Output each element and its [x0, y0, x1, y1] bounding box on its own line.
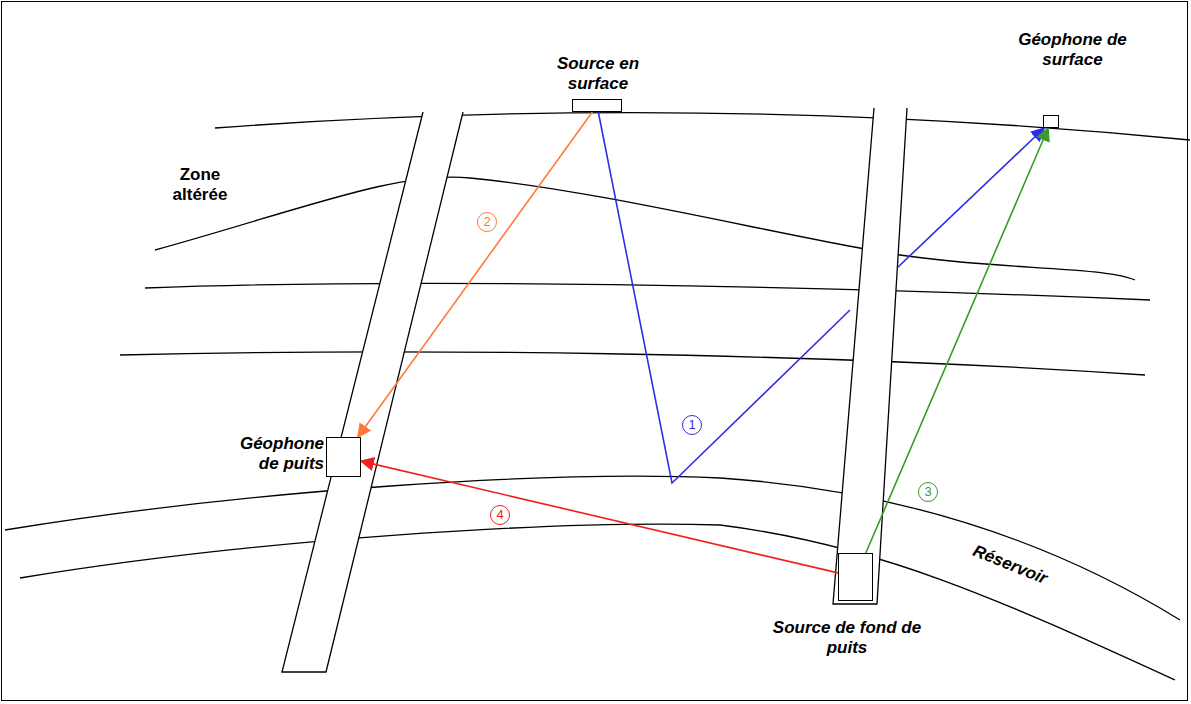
right-well [833, 108, 907, 604]
instrument-node: Source de fond de puits [772, 618, 922, 658]
left-well-wall [282, 112, 463, 672]
right-well-wall [833, 108, 907, 604]
zone-label: Zone altérée [160, 165, 240, 205]
callout-number: 4 [490, 505, 510, 525]
weathered-zone-boundary [155, 177, 1135, 280]
instrument-label: Géophone de surface [1010, 30, 1135, 70]
reservoir-label: Réservoir [951, 533, 1070, 596]
instrument-box [326, 437, 361, 477]
instrument-node: Géophone de puits [232, 434, 324, 474]
layer-boundary [145, 283, 1150, 300]
ray-path [866, 128, 1048, 553]
instrument-box [838, 553, 873, 601]
callout-number: 3 [918, 482, 938, 502]
surface-line [215, 113, 1190, 140]
instrument-node: Source en surface [553, 54, 643, 94]
callout-number: 1 [682, 415, 702, 435]
reservoir-base [20, 524, 1175, 680]
layer-boundary [120, 352, 1145, 375]
instrument-label: Géophone de puits [232, 434, 324, 474]
reservoir-top [5, 476, 1180, 620]
ray-path [361, 461, 838, 573]
ray-path [598, 112, 1044, 483]
instrument-box [572, 99, 622, 112]
instrument-box [1043, 115, 1059, 128]
instrument-label: Source en surface [553, 54, 643, 94]
ray-path [358, 112, 592, 437]
left-well [282, 112, 463, 672]
instrument-label: Source de fond de puits [772, 618, 922, 658]
instrument-node: Géophone de surface [1010, 30, 1135, 70]
callout-number: 2 [477, 212, 497, 232]
